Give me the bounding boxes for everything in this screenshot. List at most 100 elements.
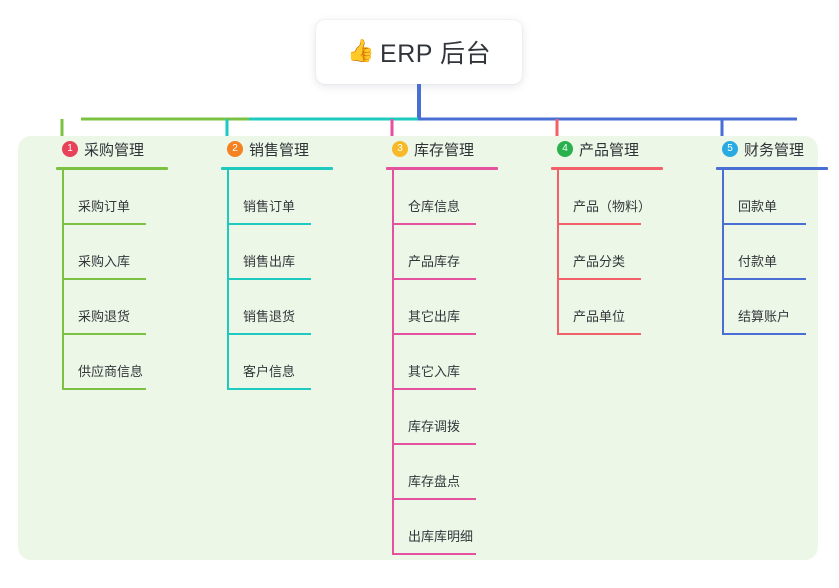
branch-item[interactable]: 出库库明细: [392, 500, 520, 555]
branch-item[interactable]: 销售订单: [227, 170, 355, 225]
branch-item-label: 产品单位: [573, 309, 626, 324]
branch-item-label: 其它出库: [408, 309, 461, 324]
branch-title: 库存管理: [414, 141, 475, 159]
branch-item[interactable]: 采购入库: [62, 225, 190, 280]
branch-item[interactable]: 销售退货: [227, 280, 355, 335]
root-node-title: ERP 后台: [380, 40, 491, 68]
branch-item[interactable]: 采购退货: [62, 280, 190, 335]
branch-header-underline: [56, 167, 168, 170]
branch-item-label: 销售出库: [243, 254, 296, 269]
branch-item-underline: [229, 223, 311, 225]
branch-header-2[interactable]: 2 销售管理: [205, 136, 355, 162]
branch-item-label: 结算账户: [738, 309, 791, 324]
branch-index-badge: 2: [227, 141, 243, 157]
branch-index-badge: 3: [392, 141, 408, 157]
branch-item-underline: [394, 223, 476, 225]
branch-item-list: 销售订单销售出库销售退货客户信息: [227, 170, 355, 390]
branch-header-5[interactable]: 5 财务管理: [700, 136, 839, 162]
branch-item-label: 采购入库: [78, 254, 131, 269]
branch-header-underline: [386, 167, 498, 170]
branch-item-list: 回款单付款单结算账户: [722, 170, 839, 335]
branch-item-label: 产品库存: [408, 254, 461, 269]
branch-item-label: 客户信息: [243, 364, 296, 379]
branch-item-list: 仓库信息产品库存其它出库其它入库库存调拨库存盘点出库库明细: [392, 170, 520, 555]
branch-spine: [62, 170, 64, 390]
branch-item[interactable]: 供应商信息: [62, 335, 190, 390]
branch-header-4[interactable]: 4 产品管理: [535, 136, 685, 162]
branch-item-label: 库存盘点: [408, 474, 461, 489]
branch-item-underline: [559, 278, 641, 280]
branch-item-underline: [394, 498, 476, 500]
branch-item-label: 其它入库: [408, 364, 461, 379]
branch-item-list: 产品（物料） 产品分类产品单位: [557, 170, 685, 335]
branch-item[interactable]: 产品（物料）: [557, 170, 685, 225]
branch-item-underline: [724, 333, 806, 335]
branch-item-label: 出库库明细: [408, 529, 474, 544]
branch-item-label: 产品（物料）: [573, 199, 652, 214]
branch-item-label: 产品分类: [573, 254, 626, 269]
branch-index-badge: 5: [722, 141, 738, 157]
diagram-panel: 1 采购管理采购订单采购入库采购退货供应商信息 2 销售管理销售订单销售出库销售退货客…: [18, 136, 828, 560]
branch-item[interactable]: 客户信息: [227, 335, 355, 390]
branch-item-list: 采购订单采购入库采购退货供应商信息: [62, 170, 190, 390]
branch-title: 财务管理: [744, 141, 805, 159]
branch-item-underline: [394, 333, 476, 335]
root-node-card[interactable]: 👍 ERP 后台: [316, 20, 522, 84]
branch-item-label: 供应商信息: [78, 364, 144, 379]
branch-column-4: 4 产品管理产品（物料） 产品分类产品单位: [535, 136, 685, 335]
branch-index-badge: 4: [557, 141, 573, 157]
branch-item[interactable]: 产品单位: [557, 280, 685, 335]
branch-title: 采购管理: [84, 141, 145, 159]
branch-spine: [227, 170, 229, 390]
branch-item[interactable]: 库存盘点: [392, 445, 520, 500]
branch-item-underline: [724, 223, 806, 225]
branch-column-1: 1 采购管理采购订单采购入库采购退货供应商信息: [40, 136, 190, 390]
branch-item[interactable]: 产品分类: [557, 225, 685, 280]
branch-item[interactable]: 销售出库: [227, 225, 355, 280]
branch-column-5: 5 财务管理回款单付款单结算账户: [700, 136, 839, 335]
branch-item-underline: [394, 388, 476, 390]
branch-column-3: 3 库存管理仓库信息产品库存其它出库其它入库库存调拨库存盘点出库库明细: [370, 136, 520, 555]
branch-item[interactable]: 结算账户: [722, 280, 839, 335]
branch-item-underline: [394, 553, 476, 555]
branch-item-label: 库存调拨: [408, 419, 461, 434]
branch-item[interactable]: 库存调拨: [392, 390, 520, 445]
branch-item-underline: [229, 333, 311, 335]
branch-item-underline: [229, 388, 311, 390]
branch-title: 产品管理: [579, 141, 640, 159]
branch-item[interactable]: 产品库存: [392, 225, 520, 280]
branch-spine: [557, 170, 559, 335]
branch-header-underline: [221, 167, 333, 170]
branch-item-label: 采购退货: [78, 309, 131, 324]
branch-header-3[interactable]: 3 库存管理: [370, 136, 520, 162]
branch-item-underline: [559, 223, 641, 225]
branch-item[interactable]: 回款单: [722, 170, 839, 225]
branch-spine: [392, 170, 394, 555]
branch-item-label: 销售订单: [243, 199, 296, 214]
branch-column-2: 2 销售管理销售订单销售出库销售退货客户信息: [205, 136, 355, 390]
branch-header-underline: [551, 167, 663, 170]
branch-item-underline: [64, 278, 146, 280]
branch-item-underline: [559, 333, 641, 335]
branch-item[interactable]: 采购订单: [62, 170, 190, 225]
branch-header-1[interactable]: 1 采购管理: [40, 136, 190, 162]
branch-item-underline: [64, 223, 146, 225]
branch-item-underline: [64, 388, 146, 390]
branch-item[interactable]: 其它入库: [392, 335, 520, 390]
branch-index-badge: 1: [62, 141, 78, 157]
branch-item-label: 销售退货: [243, 309, 296, 324]
branch-item-underline: [229, 278, 311, 280]
branch-item[interactable]: 仓库信息: [392, 170, 520, 225]
branch-item-underline: [394, 443, 476, 445]
branch-item-label: 采购订单: [78, 199, 131, 214]
branch-header-underline: [716, 167, 828, 170]
branch-title: 销售管理: [249, 141, 310, 159]
branch-item-label: 付款单: [738, 254, 778, 269]
branch-item-underline: [64, 333, 146, 335]
branch-item-label: 仓库信息: [408, 199, 461, 214]
branch-item[interactable]: 其它出库: [392, 280, 520, 335]
branch-item[interactable]: 付款单: [722, 225, 839, 280]
branch-item-label: 回款单: [738, 199, 778, 214]
branch-item-underline: [394, 278, 476, 280]
branch-item-underline: [724, 278, 806, 280]
